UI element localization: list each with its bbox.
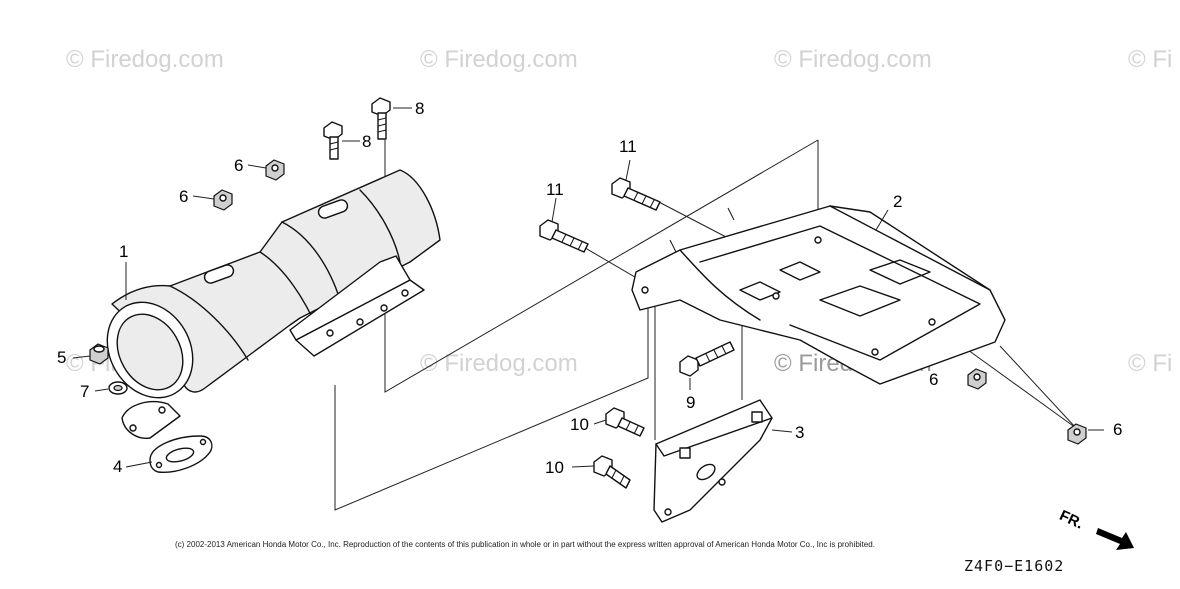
callout-part-7: 7 bbox=[80, 382, 90, 401]
front-direction-arrow-icon bbox=[1096, 528, 1134, 550]
gasket bbox=[149, 435, 213, 473]
callout-part-9: 9 bbox=[686, 393, 696, 412]
callout-part-4: 4 bbox=[113, 457, 123, 476]
muffler-stay bbox=[653, 399, 773, 523]
callout-part-6: 6 bbox=[1113, 420, 1123, 439]
washer-part-7 bbox=[108, 381, 128, 395]
figure-code: Z4F0−E1602 bbox=[964, 557, 1065, 575]
nut-part-5 bbox=[89, 343, 109, 365]
watermark: © Firedog.com bbox=[66, 46, 224, 73]
bolt-part-10 bbox=[605, 407, 645, 437]
callout-part-11: 11 bbox=[619, 137, 637, 156]
bolt-part-8 bbox=[371, 97, 391, 140]
muffler-protector bbox=[631, 205, 1006, 385]
leader-lines bbox=[72, 107, 1104, 468]
callout-part-10: 10 bbox=[545, 458, 564, 477]
callout-part-1: 1 bbox=[119, 242, 129, 261]
callout-part-2: 2 bbox=[893, 192, 903, 211]
nut-part-6 bbox=[265, 159, 285, 181]
callout-part-10: 10 bbox=[570, 415, 589, 434]
callout-part-6: 6 bbox=[929, 370, 939, 389]
callout-part-6: 6 bbox=[234, 156, 244, 175]
bolt-part-11 bbox=[539, 219, 589, 253]
muffler bbox=[106, 169, 441, 439]
bolt-part-8 bbox=[323, 121, 343, 160]
nut-part-6 bbox=[967, 368, 987, 390]
nut-part-6 bbox=[1067, 423, 1087, 445]
callout-part-3: 3 bbox=[795, 423, 805, 442]
callout-part-6: 6 bbox=[179, 187, 189, 206]
nut-part-6 bbox=[213, 189, 233, 211]
watermark: © Firedog.com bbox=[420, 350, 578, 377]
watermark: © Firedog.com bbox=[420, 46, 578, 73]
callout-part-5: 5 bbox=[57, 348, 67, 367]
watermark: © Firedog.com bbox=[774, 46, 932, 73]
callout-part-11: 11 bbox=[546, 180, 564, 199]
bolt-part-10 bbox=[593, 455, 631, 489]
callout-part-8: 8 bbox=[362, 132, 372, 151]
bolt-part-11 bbox=[611, 177, 661, 211]
callout-part-8: 8 bbox=[415, 99, 425, 118]
bolt-part-9 bbox=[679, 341, 735, 377]
watermark: © Fi bbox=[1128, 46, 1173, 73]
copyright-notice: (c) 2002-2013 American Honda Motor Co., … bbox=[175, 540, 875, 549]
watermark: © Fi bbox=[1128, 350, 1173, 377]
